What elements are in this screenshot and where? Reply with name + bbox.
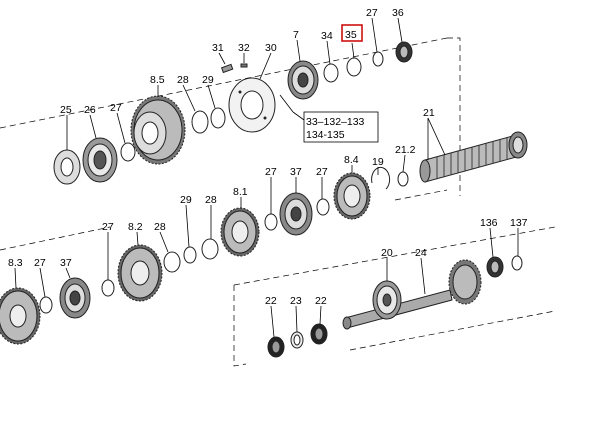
- label-27: 27: [265, 166, 277, 178]
- label-22: 22: [265, 295, 277, 307]
- part-30-plate: [228, 77, 276, 133]
- part-21-mainshaft: [419, 131, 528, 183]
- part-24-input-shaft: [342, 259, 482, 330]
- part-8-5-gear: [130, 95, 186, 165]
- label-31: 31: [212, 42, 224, 54]
- part-27-circlip: [120, 142, 136, 162]
- label-27: 27: [34, 257, 46, 269]
- label-8-3: 8.3: [8, 257, 23, 269]
- label-34: 34: [321, 30, 333, 42]
- part-137-ring: [511, 255, 523, 271]
- part-27-circlip-top: [372, 51, 384, 67]
- label-25: 25: [60, 104, 72, 116]
- label-29: 29: [180, 194, 192, 206]
- label-27: 27: [366, 7, 378, 19]
- label-27: 27: [316, 166, 328, 178]
- part-37-bearing: [279, 192, 313, 236]
- note-box: 33–132–133 134-135: [279, 94, 379, 143]
- part-34-ring: [323, 63, 339, 83]
- part-32-pin: [240, 63, 248, 68]
- part-27-circlip-left: [39, 296, 53, 314]
- part-27-circlip-mid: [264, 213, 278, 231]
- part-8-2-gear: [117, 244, 163, 302]
- label-37: 37: [290, 166, 302, 178]
- part-27-circlip-low: [101, 279, 115, 297]
- label-24: 24: [415, 247, 427, 259]
- part-25-washer: [53, 149, 81, 185]
- part-8-4-gear: [333, 172, 371, 220]
- label-28: 28: [205, 194, 217, 206]
- label-28: 28: [177, 74, 189, 86]
- part-22-needle-bearing-left: [267, 336, 285, 358]
- highlight-box: [341, 24, 363, 42]
- label-37: 37: [60, 257, 72, 269]
- label-7: 7: [293, 29, 299, 41]
- part-29-ring-mid: [183, 246, 197, 264]
- part-28-washer: [191, 110, 209, 134]
- part-31-bolt: [220, 63, 234, 74]
- label-137: 137: [510, 217, 528, 229]
- group-outlines: [0, 37, 556, 367]
- part-7-bearing: [287, 60, 319, 100]
- label-8-5: 8.5: [150, 74, 165, 86]
- part-136-needle-bearing: [486, 256, 504, 278]
- label-136: 136: [480, 217, 498, 229]
- part-28-washer-low: [163, 251, 181, 273]
- part-23-spacer: [290, 331, 304, 349]
- label-27: 27: [102, 221, 114, 233]
- part-37-bearing-low: [59, 277, 91, 319]
- part-36-needle-bearing: [395, 41, 413, 63]
- part-22-needle-bearing-right: [310, 323, 328, 345]
- label-21-2: 21.2: [395, 144, 416, 156]
- label-21: 21: [423, 107, 435, 119]
- part-19-circlip: [371, 166, 391, 190]
- note-box-line1: 33–132–133: [306, 116, 365, 128]
- label-23: 23: [290, 295, 302, 307]
- part-26-bearing: [82, 137, 118, 183]
- leader-lines: [14, 17, 519, 338]
- part-35-ring: [346, 57, 362, 77]
- label-32: 32: [238, 42, 250, 54]
- part-20-bearing: [372, 280, 402, 320]
- part-8-1-gear: [220, 207, 260, 257]
- label-19: 19: [372, 156, 384, 168]
- label-8-1: 8.1: [233, 186, 248, 198]
- label-30: 30: [265, 42, 277, 54]
- label-35: 35: [345, 29, 357, 41]
- label-20: 20: [381, 247, 393, 259]
- label-8-4: 8.4: [344, 154, 359, 166]
- label-27: 27: [110, 102, 122, 114]
- part-21-2-washer: [397, 171, 409, 187]
- label-26: 26: [84, 104, 96, 116]
- label-36: 36: [392, 7, 404, 19]
- note-box-line2: 134-135: [306, 129, 345, 141]
- part-8-3-gear: [0, 287, 41, 345]
- part-29-ring: [210, 107, 226, 129]
- part-labels: 8.3 27 37 27 8.2 28 29 28 8.1 27 37 27 8…: [8, 7, 528, 307]
- part-27-circlip-mid2: [316, 198, 330, 216]
- label-29: 29: [202, 74, 214, 86]
- label-22: 22: [315, 295, 327, 307]
- label-28: 28: [154, 221, 166, 233]
- part-28-washer-mid: [201, 238, 219, 260]
- label-8-2: 8.2: [128, 221, 143, 233]
